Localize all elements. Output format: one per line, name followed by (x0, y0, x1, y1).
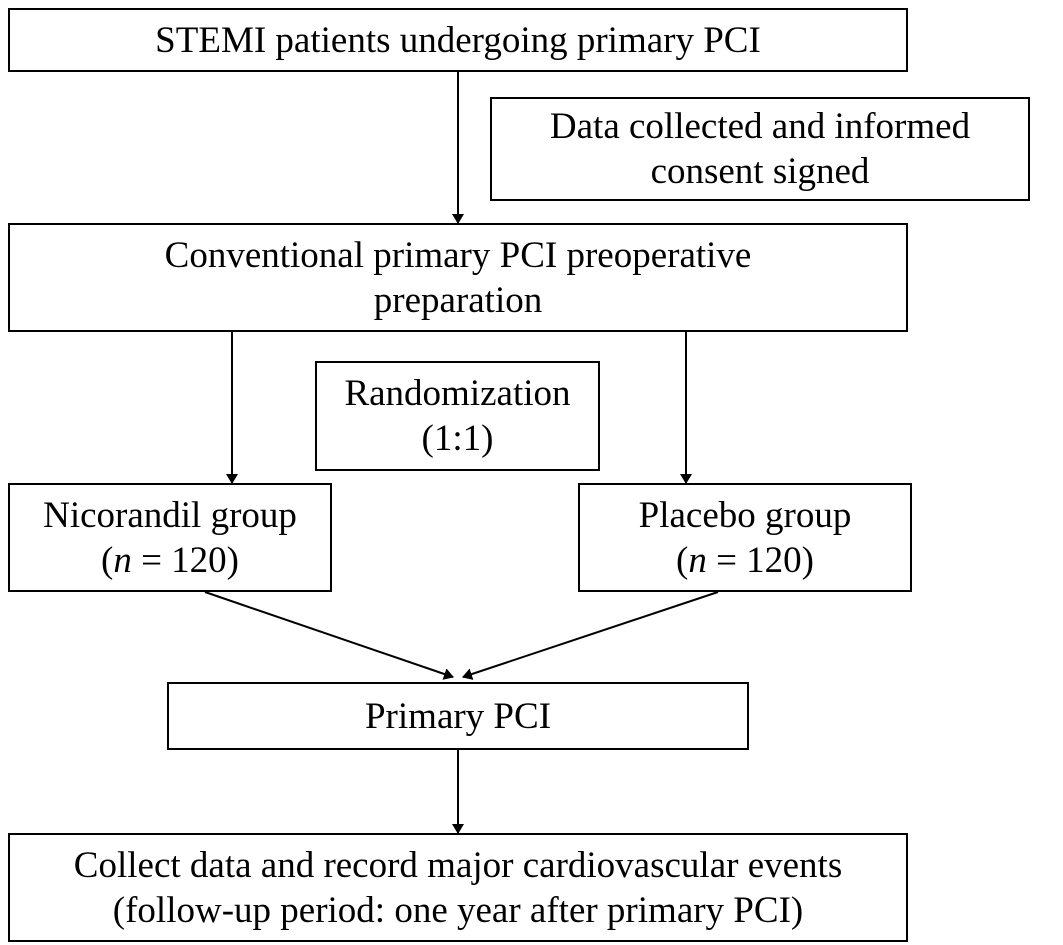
node-nicorandil-n-value: = 120) (131, 539, 240, 581)
arrow-placebo-to-primary-pci (462, 591, 719, 680)
node-placebo-n-value: = 120) (706, 539, 815, 581)
node-placebo-group: Placebo group (n = 120) (578, 483, 912, 592)
node-prep-line-1: Conventional primary PCI preoperative (164, 234, 752, 276)
arrow-nicorandil-to-primary-pci (204, 591, 454, 680)
node-randomization-line-2: (1:1) (421, 418, 494, 459)
node-randomization: Randomization (1:1) (315, 361, 600, 471)
node-randomization-line-1: Randomization (344, 373, 571, 414)
node-nicorandil-label: Nicorandil group (43, 494, 297, 536)
node-stemi-patients: STEMI patients undergoing primary PCI (8, 8, 908, 72)
node-collect-line-1: Collect data and record major cardiovasc… (73, 844, 843, 886)
node-stemi-line-1: STEMI patients undergoing primary PCI (155, 19, 761, 61)
node-primary-pci-line-1: Primary PCI (364, 695, 552, 737)
node-prep-line-2: preparation (373, 279, 543, 321)
node-placebo-label: Placebo group (638, 494, 852, 536)
node-nicorandil-n-variable: n (113, 539, 132, 581)
node-primary-pci: Primary PCI (167, 682, 749, 750)
node-placebo-open-paren: ( (675, 539, 689, 581)
node-nicorandil-open-paren: ( (100, 539, 114, 581)
node-consent-line-2: consent signed (650, 151, 870, 192)
node-preoperative-preparation: Conventional primary PCI preoperative pr… (8, 223, 908, 332)
node-placebo-count: (n = 120) (676, 538, 814, 583)
node-collect-line-2: (follow-up period: one year after primar… (112, 889, 804, 931)
node-placebo-n-variable: n (688, 539, 707, 581)
node-collect-data: Collect data and record major cardiovasc… (8, 833, 908, 942)
node-nicorandil-group: Nicorandil group (n = 120) (8, 483, 332, 592)
node-data-consent: Data collected and informed consent sign… (490, 97, 1030, 201)
node-consent-line-1: Data collected and informed (549, 106, 971, 147)
node-nicorandil-count: (n = 120) (101, 538, 239, 583)
